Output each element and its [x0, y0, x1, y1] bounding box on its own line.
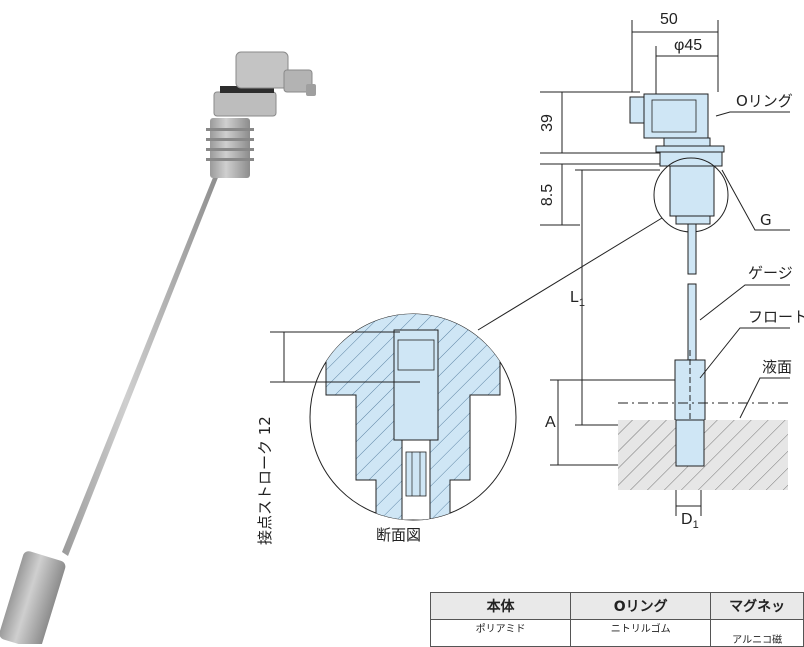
liquid-area	[618, 402, 790, 490]
cell-oring-material: ニトリルゴム	[570, 619, 712, 647]
table-header-row: 本体 Oリング マグネッ	[429, 592, 804, 620]
dim-phi45: φ45	[674, 37, 702, 54]
label-liquid-surface: 液面	[762, 358, 792, 376]
switch-head	[629, 93, 729, 475]
dim-height-39: 39	[539, 114, 556, 132]
label-oring: Oリング	[736, 92, 793, 110]
cell-magnet-material: アルニコ磁	[710, 619, 804, 647]
header-oring: Oリング	[570, 592, 712, 620]
product-photo	[0, 51, 316, 644]
side-view-drawing	[540, 20, 719, 516]
header-body: 本体	[429, 592, 572, 620]
label-section-view: 断面図	[376, 526, 421, 544]
dim-height-8-5: 8.5	[539, 184, 556, 206]
section-detail	[270, 217, 663, 521]
label-gauge: ゲージ	[748, 264, 793, 282]
dim-a: A	[545, 414, 556, 431]
dim-d1: D1	[681, 511, 699, 531]
dim-contact-stroke: 接点ストローク 12	[256, 416, 274, 545]
material-spec-table: 本体 Oリング マグネッ ポリアミド ニトリルゴム アルニコ磁	[429, 592, 804, 647]
label-g: G	[760, 211, 772, 229]
dim-l1: L1	[570, 289, 585, 309]
label-float: フロート	[748, 308, 804, 326]
callout-leaders	[699, 111, 790, 419]
cell-body-material: ポリアミド	[429, 619, 572, 647]
table-row: ポリアミド ニトリルゴム アルニコ磁	[429, 619, 804, 647]
dim-width-50: 50	[660, 11, 678, 28]
header-magnet: マグネッ	[710, 592, 804, 620]
